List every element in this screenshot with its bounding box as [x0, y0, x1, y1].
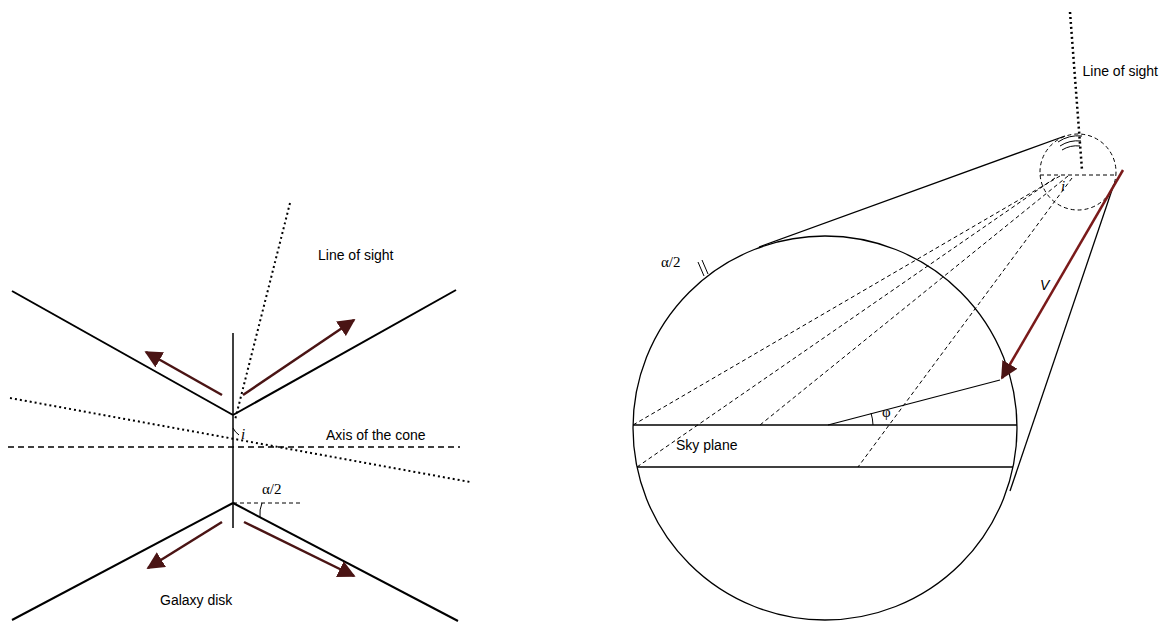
- azimuth-arc: [871, 413, 873, 425]
- inclination-arc: [233, 428, 239, 435]
- angle-symbol: i: [1061, 178, 1065, 195]
- line-of-sight-label: Line of sight: [318, 248, 394, 263]
- cone-perspective-view: [633, 136, 1114, 620]
- angle-symbol: φ: [882, 404, 891, 421]
- line-of-sight: [235, 203, 290, 420]
- outflow-arrows: [146, 320, 354, 576]
- azimuth-line: [828, 380, 1000, 425]
- inclination-arcs: [1058, 136, 1082, 150]
- sky-plane-trace: [10, 398, 470, 482]
- disk-label: Galaxy disk: [160, 593, 232, 608]
- velocity-arrow: [1002, 170, 1123, 378]
- angle-symbol: i: [241, 426, 245, 443]
- angle-symbol: α/2: [262, 481, 282, 498]
- cone-generators: [633, 175, 1116, 467]
- line-of-sight-label: Line of sight: [1083, 64, 1159, 79]
- cone-axis: [8, 446, 460, 448]
- half-angle-marks: [698, 260, 708, 276]
- apex-circle: [1040, 134, 1116, 210]
- axis-label: Axis of the cone: [326, 428, 426, 443]
- half-angle-arc: [260, 503, 262, 517]
- angle-guide: [233, 503, 300, 504]
- sky-plane-label: Sky plane: [676, 438, 737, 453]
- angle-symbol: α/2: [661, 254, 681, 271]
- cone-side-view: [12, 290, 458, 621]
- velocity-label: V: [1040, 278, 1049, 293]
